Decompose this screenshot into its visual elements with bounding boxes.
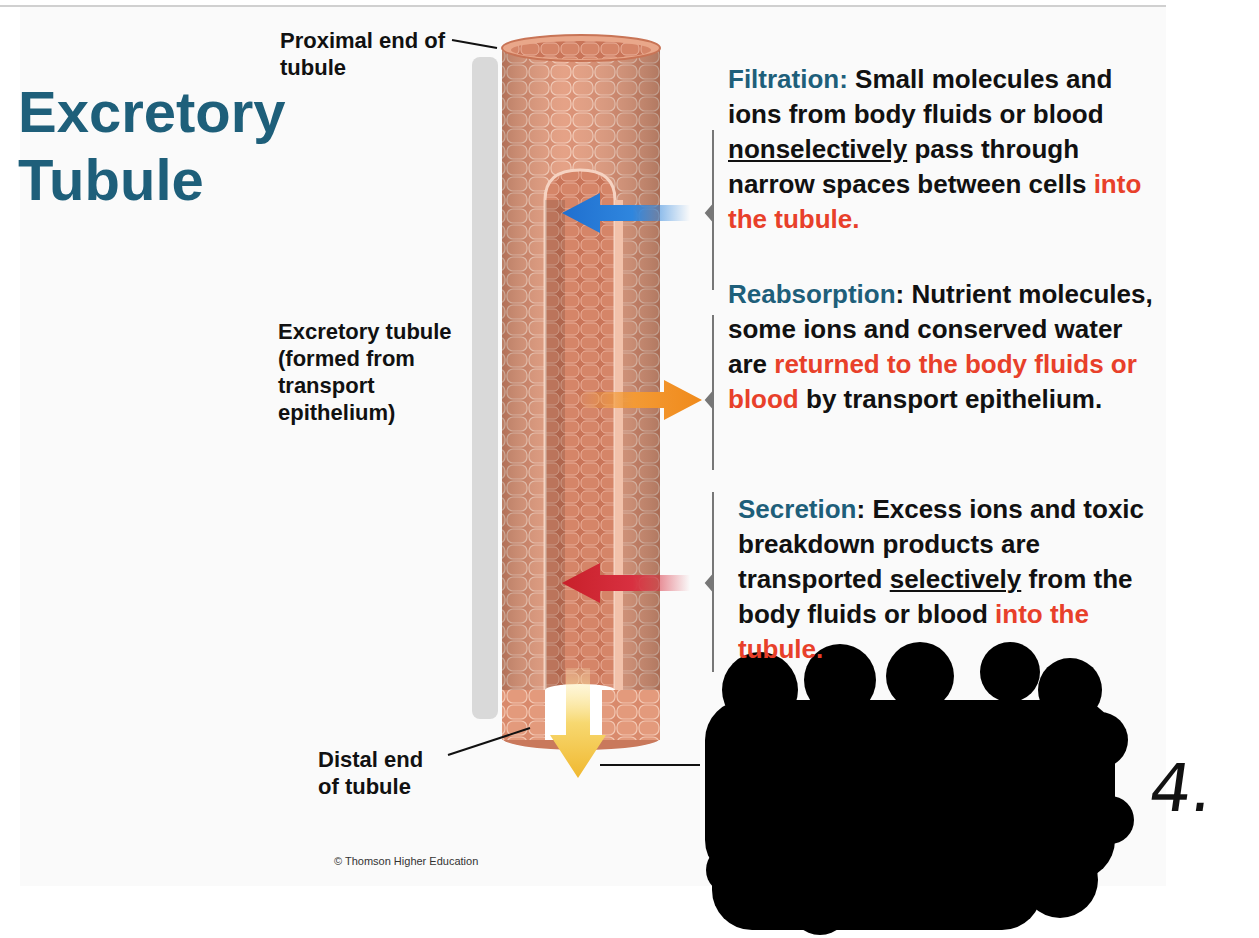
text-bracket — [706, 130, 713, 672]
part-label: Proximal end of tubule — [280, 27, 455, 81]
part-label: Distal end of tubule — [318, 746, 448, 800]
top-rule — [0, 5, 1166, 7]
process-description: Reabsorption: Nutrient molecules, some i… — [728, 277, 1153, 417]
text-run: selectively — [890, 564, 1022, 594]
text-run: by transport epithelium. — [806, 384, 1102, 414]
excretion-arrow — [550, 668, 606, 778]
text-run: Filtration: — [728, 64, 848, 94]
leader-line — [448, 728, 530, 755]
leader-line — [600, 764, 700, 766]
title: Excretory Tubule — [18, 78, 308, 214]
process-description: Filtration: Small molecules and ions fro… — [728, 62, 1153, 237]
bracket-bar — [472, 57, 498, 719]
text-run: nonselectively — [728, 134, 907, 164]
callout-number: 4. — [1145, 750, 1246, 827]
text-run: Secretion — [738, 494, 857, 524]
text-run: Reabsorption — [728, 279, 896, 309]
filtration-arrow — [562, 193, 690, 233]
redaction-scribble — [705, 642, 1134, 935]
reabsorption-arrow — [578, 380, 702, 420]
copyright-note: © Thomson Higher Education — [334, 855, 534, 867]
secretion-arrow — [562, 563, 690, 603]
part-label: Excretory tubule (formed from transport … — [278, 318, 468, 426]
leader-line — [452, 40, 497, 48]
process-description: Secretion: Excess ions and toxic breakdo… — [738, 492, 1163, 667]
